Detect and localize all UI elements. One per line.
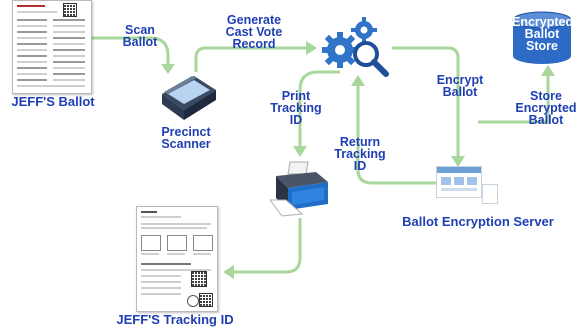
printer-icon bbox=[269, 161, 328, 217]
window-block bbox=[467, 177, 477, 185]
database-icon bbox=[512, 11, 572, 64]
label-line: Tracking bbox=[270, 101, 322, 115]
arrowhead-print bbox=[293, 146, 307, 157]
label-scan-ballot: Scan Ballot bbox=[112, 23, 168, 49]
arrow-store bbox=[478, 74, 550, 124]
label-line: Precinct bbox=[161, 125, 211, 139]
label-store-encrypted: Store Encrypted Ballot bbox=[512, 89, 580, 127]
arrow-generate-cvr bbox=[194, 46, 308, 72]
label-line: Encrypt bbox=[436, 73, 484, 87]
arrowhead-generate bbox=[306, 41, 317, 55]
ballot-document bbox=[12, 0, 92, 94]
tracking-receipt-document bbox=[136, 206, 218, 312]
label-precinct-scanner: Precinct Scanner bbox=[152, 125, 220, 151]
label-generate-cvr: Generate Cast Vote Record bbox=[220, 13, 288, 51]
arrowhead-return bbox=[351, 75, 365, 86]
label-line: Record bbox=[232, 37, 276, 51]
seal bbox=[187, 295, 199, 307]
label-jeffs-ballot: JEFF'S Ballot bbox=[11, 94, 95, 109]
label-line: Tracking bbox=[334, 147, 386, 161]
arrow-scan-ballot bbox=[92, 36, 170, 66]
window-titlebar bbox=[437, 167, 481, 173]
arrowhead-scan bbox=[161, 64, 175, 74]
label-line: Scanner bbox=[161, 137, 211, 151]
label-line: Ballot bbox=[122, 35, 158, 49]
label-line: Cast Vote bbox=[225, 25, 283, 39]
label-line: Print bbox=[281, 89, 311, 103]
label-line: Encrypted bbox=[515, 101, 577, 115]
arrow-to-tracking-doc bbox=[232, 218, 302, 274]
label-return-tracking: Return Tracking ID bbox=[330, 135, 390, 173]
label-line: Store bbox=[526, 39, 558, 53]
server-side-card bbox=[482, 184, 498, 204]
arrow-print-tracking bbox=[298, 70, 340, 148]
label-encrypted-store: Encrypted Ballot Store bbox=[512, 15, 574, 53]
label-line: Ballot bbox=[524, 27, 560, 41]
arrowhead-store bbox=[541, 65, 555, 76]
gears-magnifier-icon bbox=[322, 17, 389, 77]
label-line: Encrypted bbox=[512, 15, 574, 29]
window-block bbox=[454, 177, 464, 185]
window-block bbox=[441, 177, 451, 185]
label-jeffs-tracking: JEFF'S Tracking ID bbox=[116, 312, 234, 327]
arrow-encrypt bbox=[392, 46, 460, 158]
window-line bbox=[441, 188, 477, 191]
label-print-tracking: Print Tracking ID bbox=[268, 89, 324, 127]
label-line: Generate bbox=[226, 13, 282, 27]
label-line: Ballot bbox=[442, 85, 478, 99]
label-line: Store bbox=[530, 89, 562, 103]
label-line: Ballot bbox=[528, 113, 564, 127]
arrow-return-tracking bbox=[356, 84, 436, 185]
label-line: ID bbox=[353, 159, 367, 173]
scanner-icon bbox=[162, 76, 216, 120]
label-encrypt-ballot: Encrypt Ballot bbox=[432, 73, 488, 99]
label-line: Return bbox=[339, 135, 381, 149]
label-line: ID bbox=[289, 113, 303, 127]
label-encryption-server: Ballot Encryption Server bbox=[402, 214, 554, 229]
arrowhead-tracking bbox=[223, 265, 234, 279]
arrowhead-encrypt bbox=[451, 156, 465, 167]
label-line: Scan bbox=[125, 23, 155, 37]
server-window-icon bbox=[436, 166, 482, 198]
